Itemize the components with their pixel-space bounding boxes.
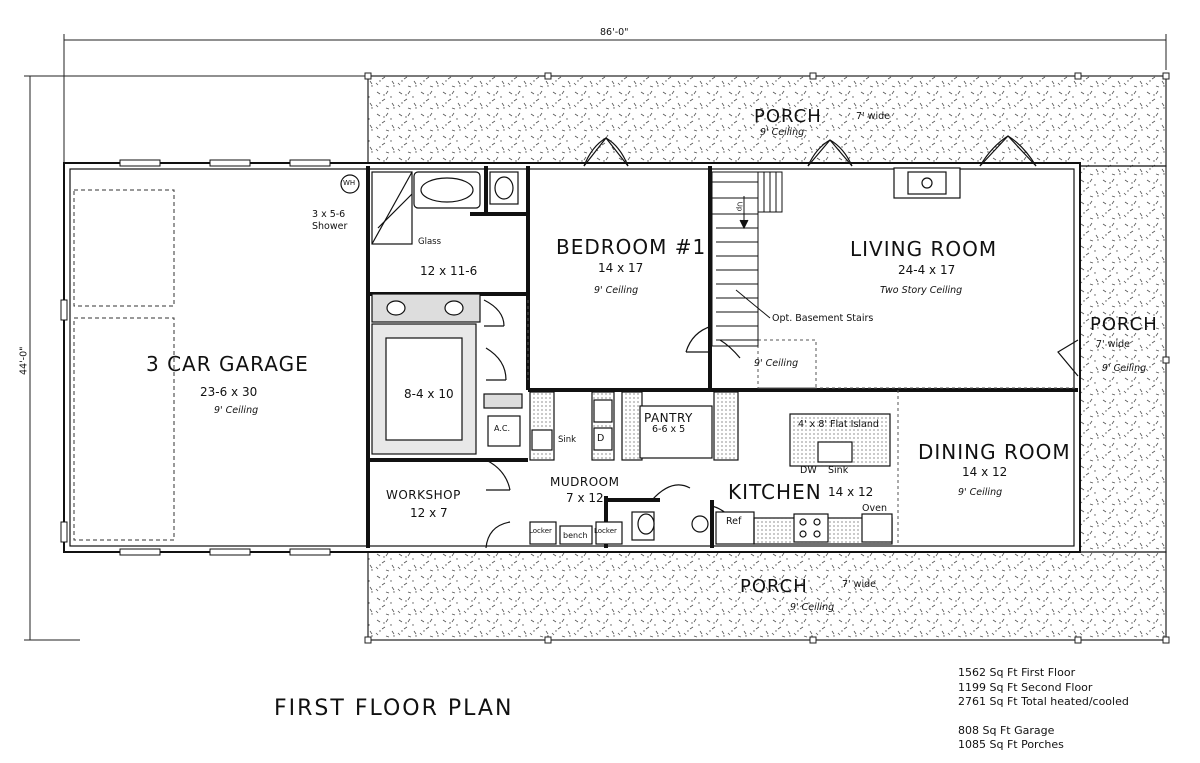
bench-label: bench [563, 531, 588, 540]
porch-top-ceiling: 9' Ceiling [760, 127, 805, 138]
stairs [711, 171, 783, 347]
bath-size: 12 x 11-6 [420, 264, 478, 278]
porch-top-width: 7' wide [856, 111, 890, 122]
refrigerator-label: Ref [726, 516, 742, 527]
living-room-ceiling: Two Story Ceiling [880, 285, 963, 296]
locker-right-label: Locker [594, 527, 617, 535]
stairs-up-label: Up [735, 201, 744, 212]
second-floor-sqft: 1199 Sq Ft Second Floor [958, 680, 1093, 694]
zone-boundaries [527, 300, 1078, 546]
locker-left-label: Locker [529, 527, 552, 535]
workshop-label: WORKSHOP [386, 488, 461, 502]
pantry-size: 6-6 x 5 [652, 424, 686, 435]
garage-sqft: 808 Sq Ft Garage [958, 723, 1055, 737]
dishwasher-label: DW [800, 465, 817, 476]
doors [483, 135, 1079, 549]
dimension-lines [24, 34, 1167, 641]
overall-depth-dimension: 44'-0" [18, 346, 30, 376]
closet-size: 8-4 x 10 [404, 387, 454, 401]
mudroom-label: MUDROOM [550, 475, 620, 489]
porch-bottom-width: 7' wide [842, 579, 876, 590]
fireplace [893, 167, 961, 199]
oven-label: Oven [862, 503, 887, 514]
interior-walls [366, 166, 1078, 548]
living-room-label: LIVING ROOM [850, 237, 998, 261]
overall-width-dimension: 86'-0" [600, 27, 629, 38]
porch-top-label: PORCH [754, 106, 822, 127]
windows [60, 159, 331, 556]
porch-right-ceiling: 9' Ceiling [1102, 363, 1147, 374]
porches [364, 72, 1170, 644]
shower-label: Shower [312, 221, 348, 232]
porch-bottom-ceiling: 9' Ceiling [790, 602, 835, 613]
island-label: 4' x 8' Flat Island [798, 419, 879, 430]
bedroom-size: 14 x 17 [598, 261, 644, 275]
kitchen-size: 14 x 12 [828, 485, 874, 499]
pantry-label: PANTRY [644, 411, 693, 425]
kitchen-sink-label: Sink [828, 465, 849, 476]
dining-room-label: DINING ROOM [918, 440, 1071, 464]
garage-door-outlines [73, 189, 175, 541]
porch-bottom-label: PORCH [740, 576, 808, 597]
kitchen-fixtures [529, 391, 893, 545]
water-heater-label: WH [343, 179, 356, 187]
porches-sqft: 1085 Sq Ft Porches [958, 738, 1064, 751]
exterior-walls [63, 162, 1081, 553]
workshop-size: 12 x 7 [410, 506, 448, 520]
mudroom-sink-label: Sink [558, 435, 577, 445]
kitchen-label: KITCHEN [728, 480, 822, 504]
bath-fixtures [340, 171, 523, 455]
square-footage-summary: 1562 Sq Ft First Floor 1199 Sq Ft Second… [958, 666, 1129, 753]
garage-ceiling: 9' Ceiling [214, 405, 259, 416]
bedroom-label: BEDROOM #1 [556, 235, 707, 259]
glass-label: Glass [418, 237, 442, 247]
basement-stairs-label: Opt. Basement Stairs [772, 313, 874, 324]
mudroom-size: 7 x 12 [566, 491, 604, 505]
garage-label: 3 CAR GARAGE [146, 352, 309, 376]
dryer-label: D [597, 433, 605, 444]
living-room-size: 24-4 x 17 [898, 263, 956, 277]
plan-title: FIRST FLOOR PLAN [274, 696, 514, 721]
total-sqft: 2761 Sq Ft Total heated/cooled [958, 695, 1129, 708]
stair-landing-ceiling: 9' Ceiling [754, 358, 799, 369]
first-floor-sqft: 1562 Sq Ft First Floor [958, 666, 1076, 679]
porch-right-label: PORCH [1090, 314, 1158, 335]
dining-room-ceiling: 9' Ceiling [958, 487, 1003, 498]
ac-label: A.C. [494, 424, 511, 433]
porch-right-width: 7' wide [1096, 339, 1130, 350]
bedroom-ceiling: 9' Ceiling [594, 285, 639, 296]
garage-size: 23-6 x 30 [200, 385, 258, 399]
shower-size-label: 3 x 5-6 [312, 209, 346, 220]
dining-room-size: 14 x 12 [962, 465, 1008, 479]
